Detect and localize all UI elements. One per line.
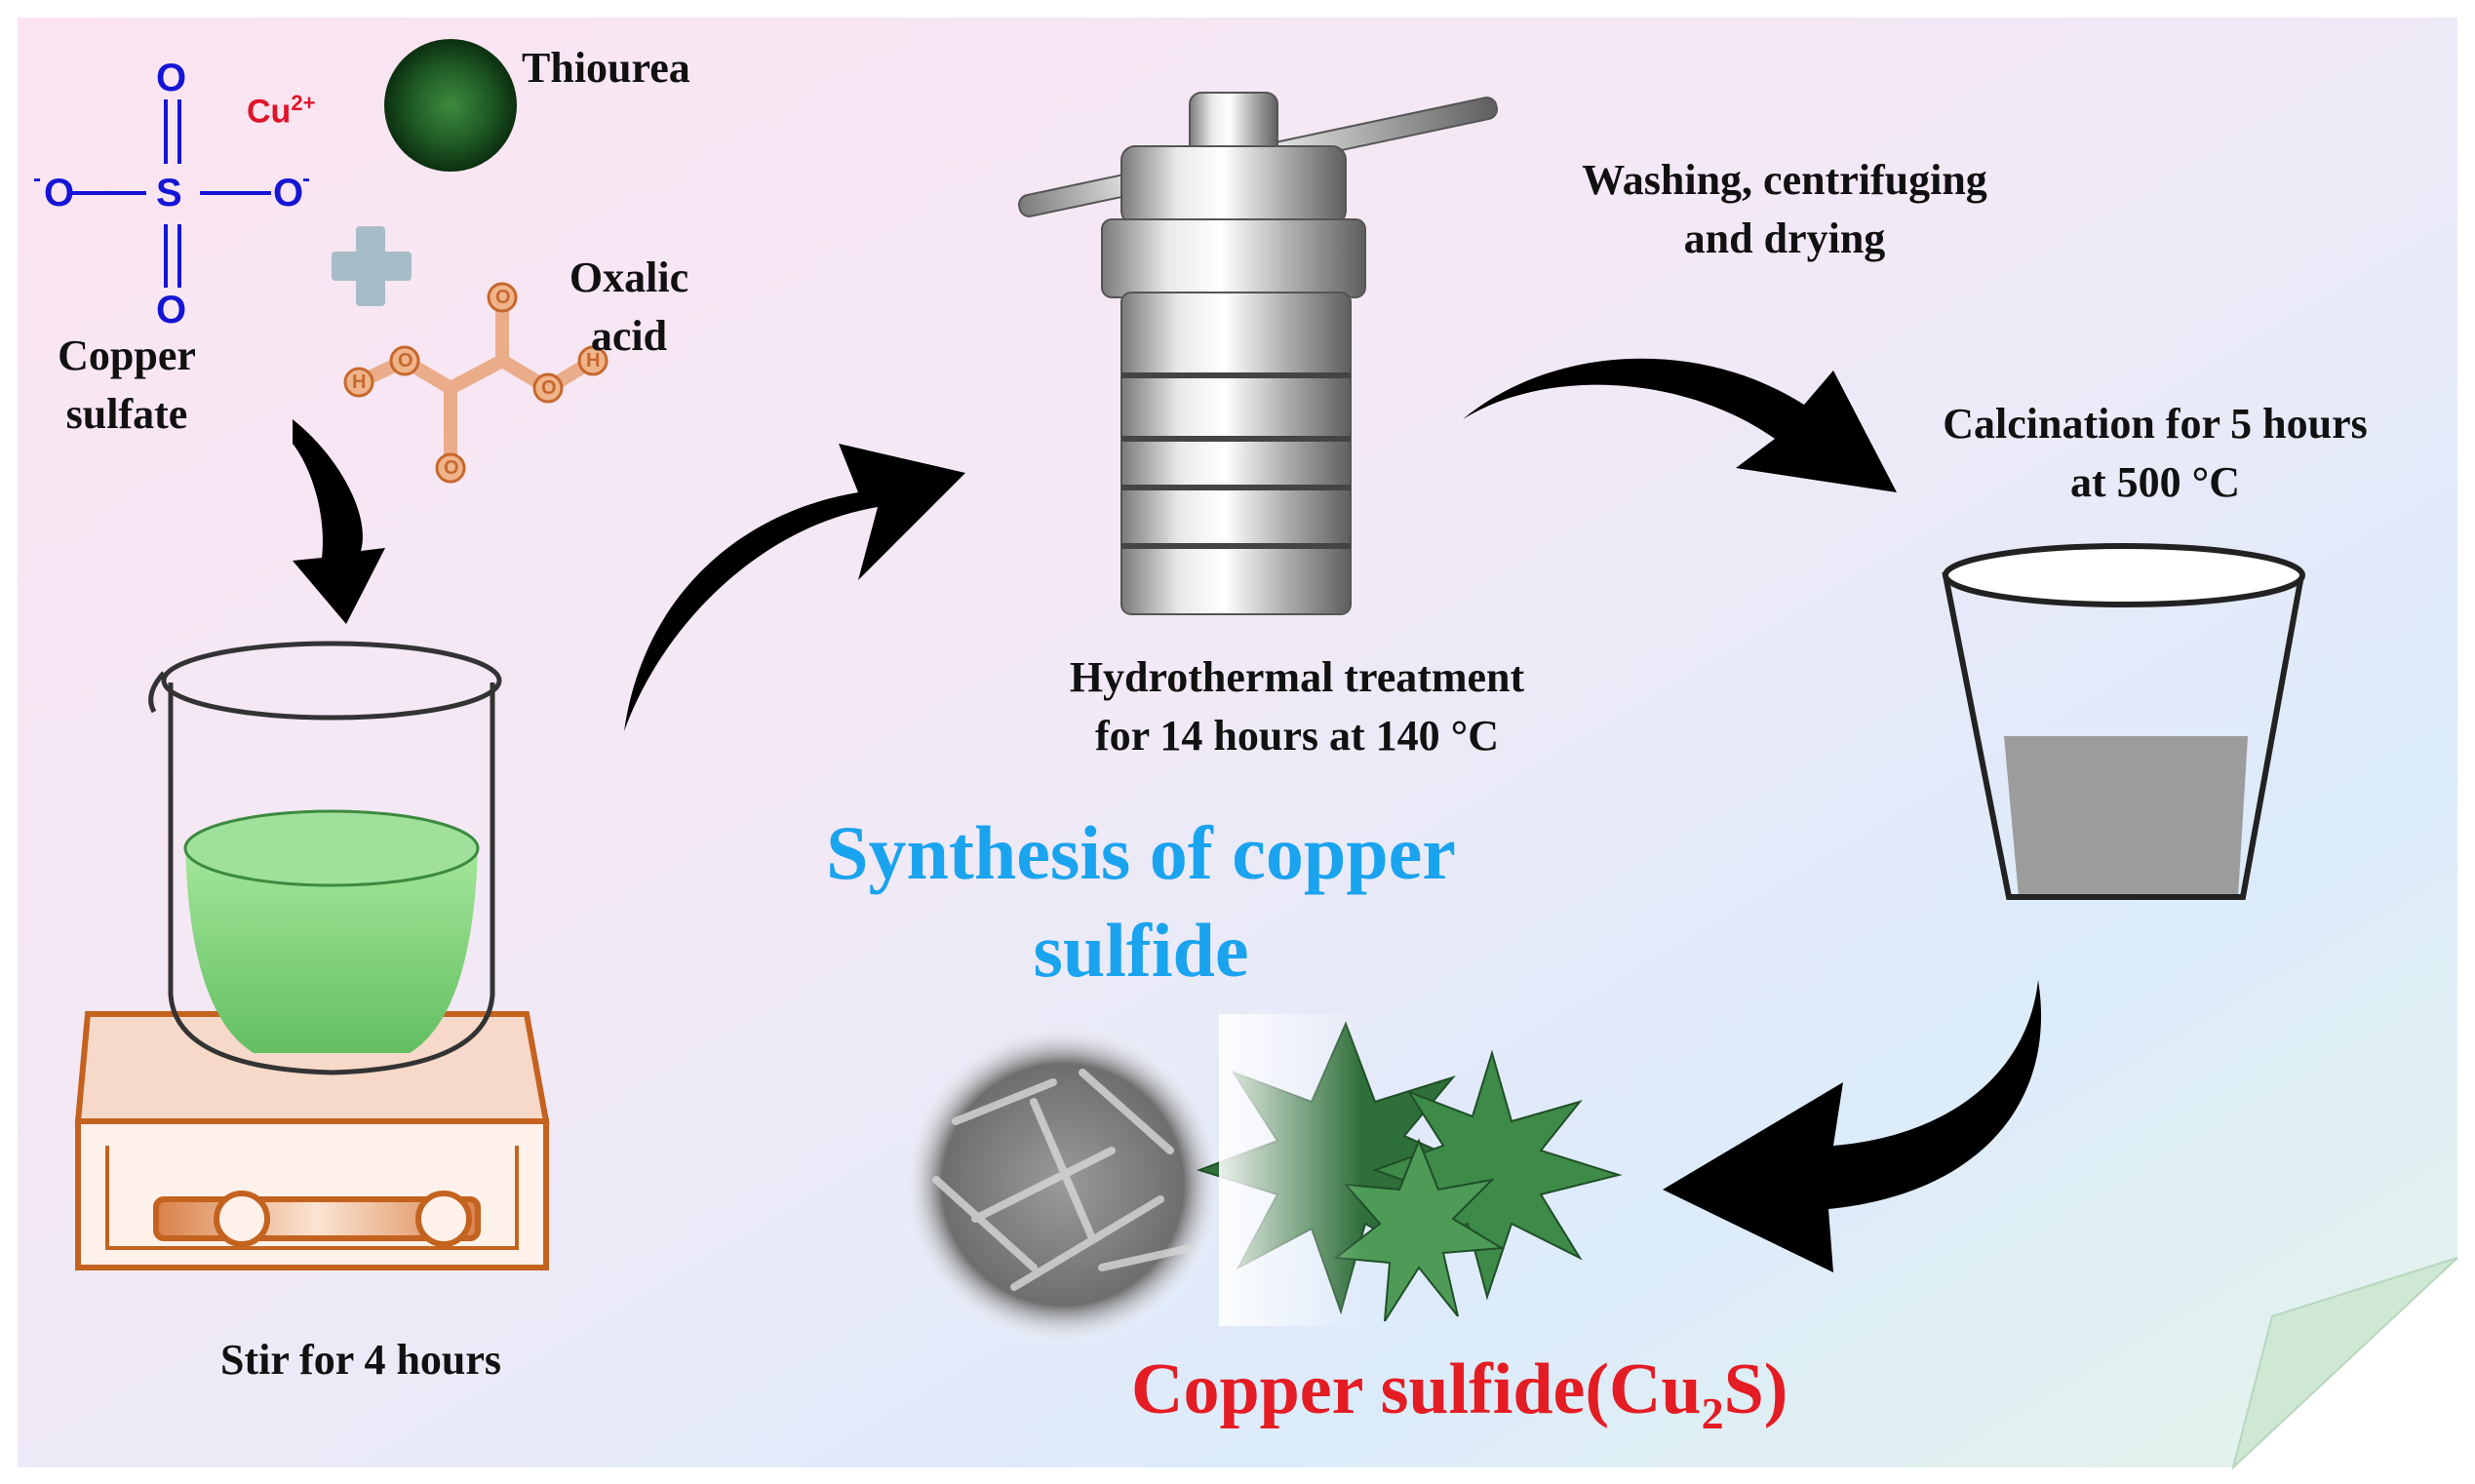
arrow-to-crucible xyxy=(1463,358,1897,492)
oxalic-acid-atoms xyxy=(343,282,609,484)
arrow-to-autoclave xyxy=(624,444,965,731)
oxalic-h-left: H xyxy=(352,371,367,393)
sulfate-oxygen-top: O xyxy=(156,57,187,99)
arrow-to-product xyxy=(1663,980,2042,1272)
oxalic-o-top: O xyxy=(495,287,511,308)
sulfate-structure xyxy=(70,99,271,288)
diagram-title: Synthesis of copper sulfide xyxy=(826,810,1456,993)
sulfate-oxygen-right: O xyxy=(273,172,304,215)
sulfate-minus-right: - xyxy=(302,166,310,192)
oxalic-h-right: H xyxy=(586,350,601,371)
sulfate-oxygen-bottom: O xyxy=(156,289,187,332)
sem-image xyxy=(902,1024,1224,1346)
oxalic-o-bottom: O xyxy=(444,457,459,479)
copper-sulfate-label: Copper sulfate xyxy=(58,332,196,438)
particle-fade xyxy=(1219,1014,1629,1326)
oxalic-acid-label: Oxalic acid xyxy=(569,254,689,360)
autoclave xyxy=(1018,92,1498,615)
thiourea-label: Thiourea xyxy=(522,44,690,92)
washing-step-label: Washing, centrifuging and drying xyxy=(1582,156,1987,262)
page-curl xyxy=(2231,1257,2458,1471)
sulfate-oxygen-left: O xyxy=(44,172,75,215)
plus-icon xyxy=(332,226,412,306)
product-label: Copper sulfide(Cu2S) xyxy=(1131,1349,1788,1438)
oxalic-o-right: O xyxy=(541,377,557,399)
arrow-into-beaker xyxy=(293,419,385,624)
calcination-step-label: Calcination for 5 hours at 500 °C xyxy=(1943,400,2368,506)
background-panel xyxy=(18,18,2457,1467)
copper-ion-label: Cu2+ xyxy=(247,91,316,131)
sulfate-sulfur: S xyxy=(156,172,182,215)
stir-step-label: Stir for 4 hours xyxy=(219,1336,502,1384)
thiourea-sphere xyxy=(384,39,517,172)
sulfate-minus-left: - xyxy=(33,166,41,192)
hydrothermal-step-label: Hydrothermal treatment for 14 hours at 1… xyxy=(1069,653,1525,760)
crucible xyxy=(1942,543,2305,900)
beaker xyxy=(148,641,502,1075)
oxalic-o-left: O xyxy=(398,350,413,371)
